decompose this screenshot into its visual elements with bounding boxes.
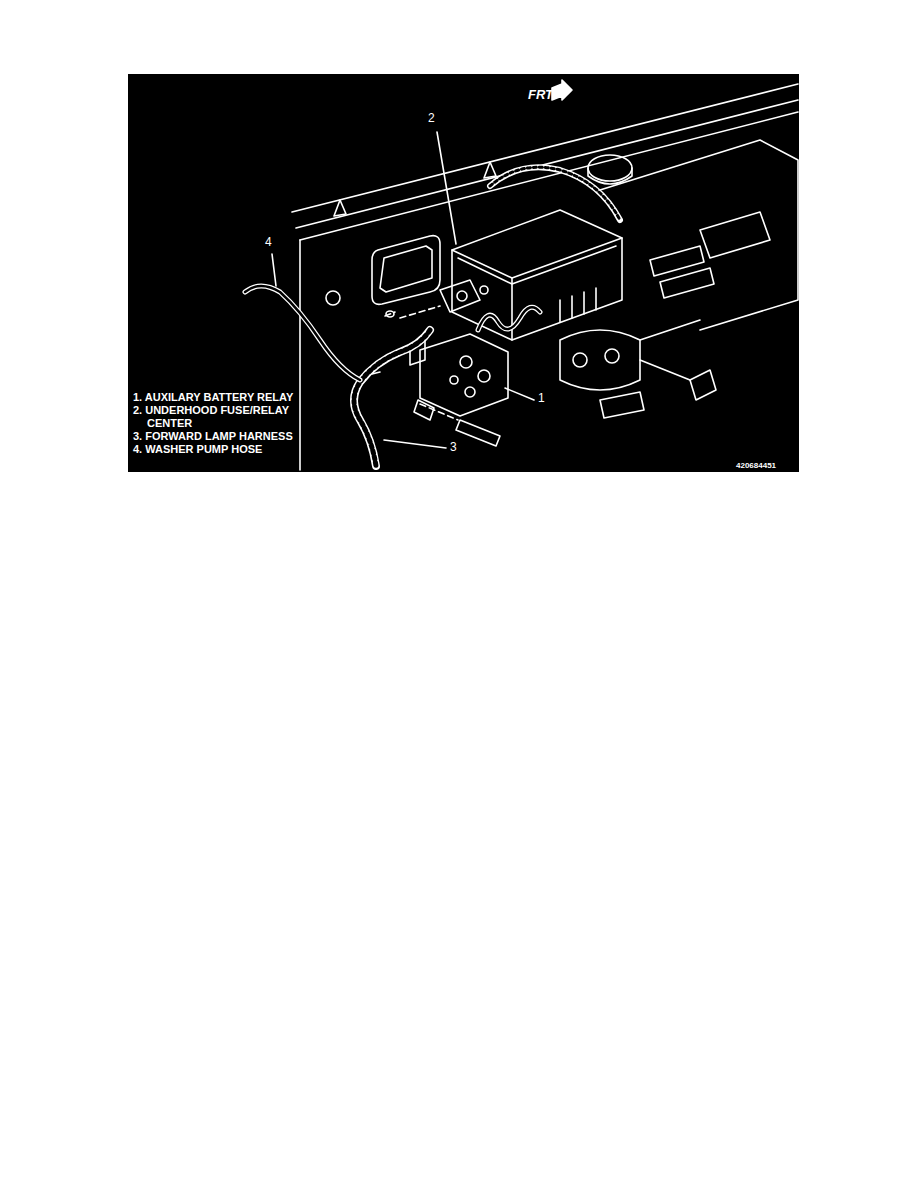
callout-number: 3 (450, 441, 457, 455)
relay-body (420, 334, 508, 416)
bolt-path (385, 306, 440, 318)
harness (478, 307, 540, 330)
callout-number: 1 (538, 392, 545, 406)
fuse-box (452, 210, 622, 340)
fender-opening (380, 246, 432, 292)
component (690, 370, 716, 400)
component (605, 349, 619, 363)
leader-line (384, 440, 446, 448)
harness (490, 167, 620, 220)
fender-opening (372, 236, 440, 305)
fender-edge (299, 240, 301, 470)
part-legend: 2. UNDERHOOD FUSE/RELAY CENTER (133, 404, 332, 429)
component (560, 330, 640, 390)
callout-number: 4 (265, 236, 272, 250)
washer-hose (245, 286, 360, 380)
relay-terminal (478, 370, 490, 382)
fuse-box-edge (511, 278, 513, 340)
forward-lamp-harness (354, 330, 430, 466)
part-legend: 1. AUXILARY BATTERY RELAY (133, 391, 293, 404)
relay-ear (414, 400, 434, 420)
fender-line (292, 84, 798, 212)
callout-number: 2 (428, 112, 435, 126)
part-legend: 4. WASHER PUMP HOSE (133, 443, 262, 456)
connector-block (700, 212, 770, 258)
harness (490, 167, 620, 220)
bracket (440, 280, 480, 312)
component (600, 392, 644, 418)
leader-line (272, 254, 276, 286)
leader-line (505, 388, 534, 400)
wire (640, 320, 700, 380)
leader-line (437, 132, 456, 244)
engine-outline (600, 140, 798, 330)
stud (457, 291, 467, 301)
figure-code: 420684451 (736, 461, 776, 470)
fender-mark (484, 162, 496, 178)
fuse-box-lid (458, 246, 616, 284)
component (573, 353, 587, 367)
relay-terminal (460, 356, 472, 368)
fuse-box-edge (452, 238, 622, 278)
connector-block (650, 246, 714, 298)
bolt (386, 311, 394, 317)
part-legend: 3. FORWARD LAMP HARNESS (133, 430, 293, 443)
relay-terminal (465, 387, 475, 397)
forward-lamp-harness (354, 330, 430, 466)
fender-line (296, 100, 798, 228)
bolt (456, 420, 500, 446)
front-arrow (552, 80, 572, 100)
fender-hole (326, 291, 340, 305)
front-indicator: FRT (528, 88, 553, 103)
fuse-box-ribs (560, 288, 596, 322)
fender-line (300, 112, 798, 240)
figure-ground (128, 74, 799, 472)
harness (478, 307, 540, 330)
stud (480, 286, 488, 294)
washer-hose (245, 286, 360, 380)
relay-terminal (450, 376, 458, 384)
fender-mark (334, 200, 346, 216)
reservoir-cap (588, 155, 632, 181)
